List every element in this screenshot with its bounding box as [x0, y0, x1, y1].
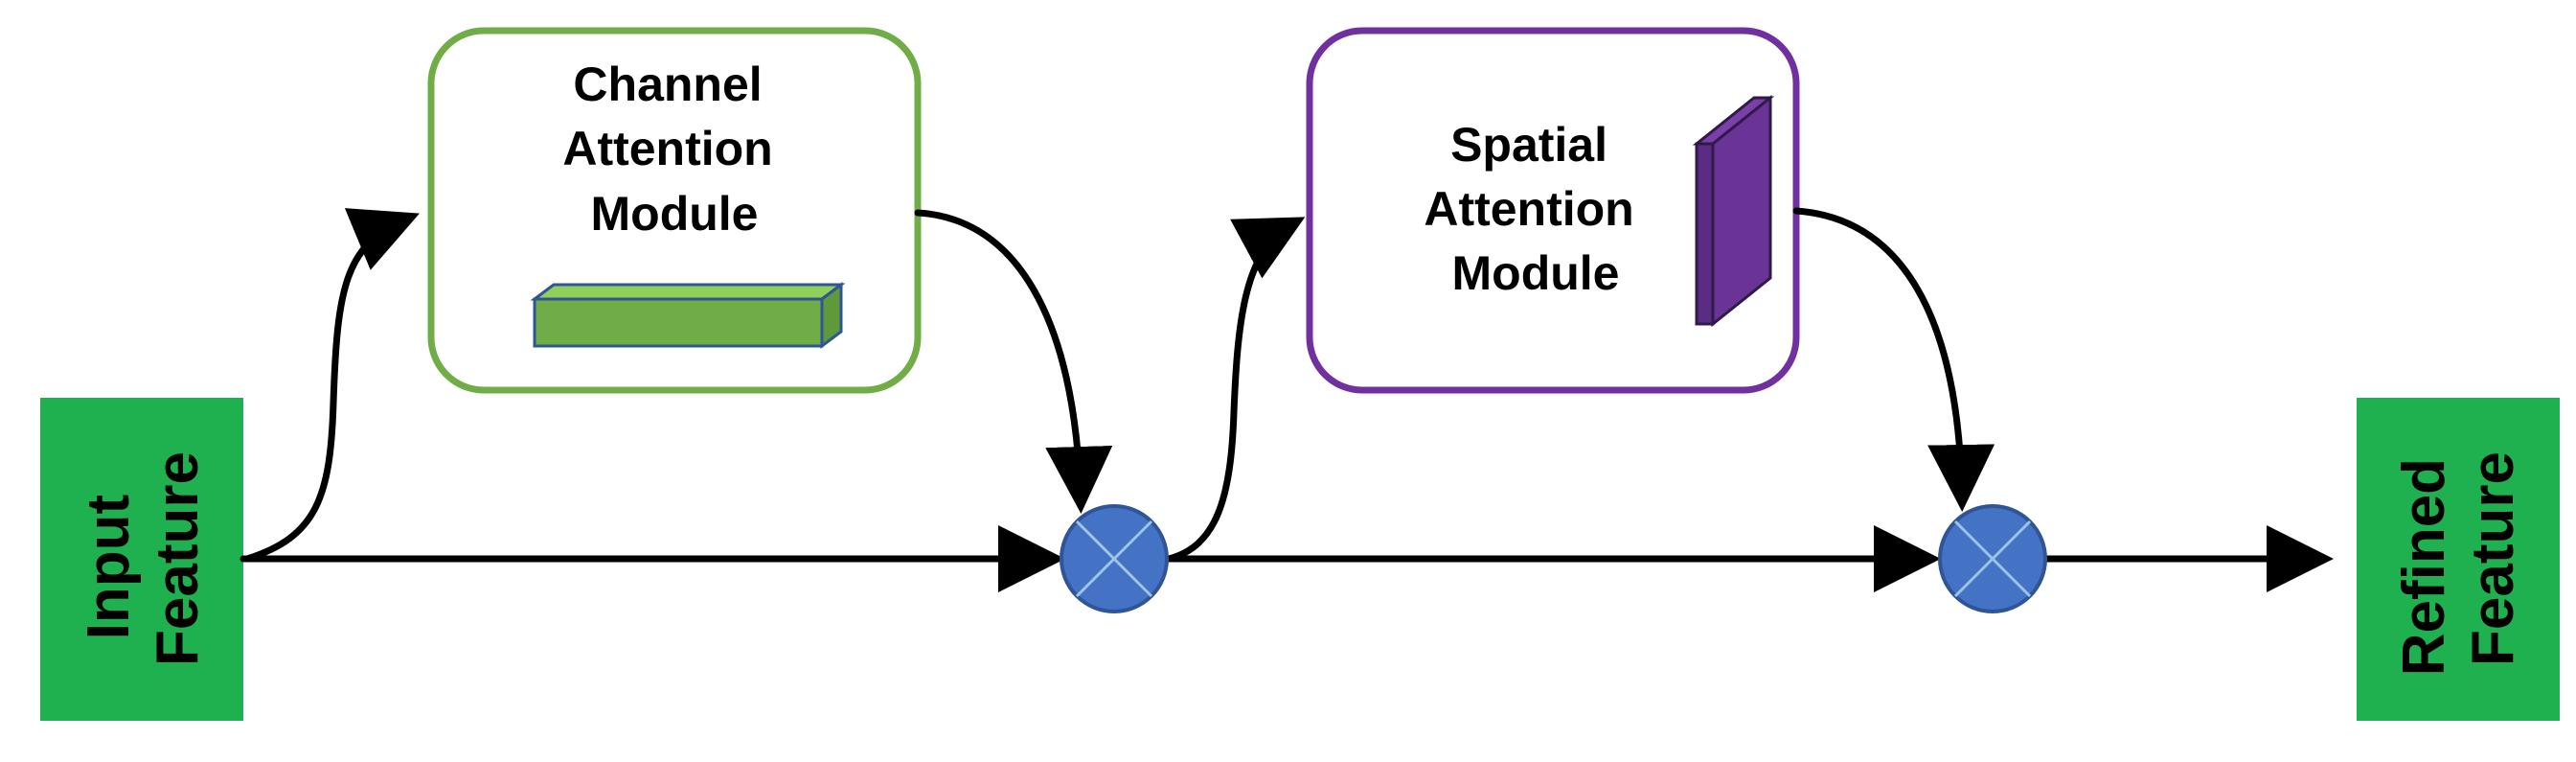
refined-feature-block: Refined Feature	[2357, 398, 2560, 721]
channel-label-line3: Module	[591, 187, 759, 241]
thin-slab-icon	[1692, 94, 1775, 328]
refined-label-line1: Refined	[2391, 458, 2457, 676]
input-feature-block: Input Feature	[40, 398, 243, 721]
arrow-multiply-1-to-spatial-attention	[1165, 217, 1306, 563]
spatial-label-line1: Spatial	[1450, 118, 1607, 172]
arrow-channel-attention-to-multiply-1	[914, 209, 1113, 514]
spatial-attention-module: Spatial Attention Module	[1306, 27, 1800, 394]
input-label-line1: Input	[76, 495, 142, 640]
spatial-label-line2: Attention	[1424, 182, 1633, 236]
spatial-attention-label: Spatial Attention Module	[1424, 118, 1647, 300]
flat-bar-icon	[530, 282, 846, 349]
channel-attention-module: Channel Attention Module	[427, 27, 922, 394]
arrow-spatial-attention-to-multiply-2	[1792, 207, 1995, 512]
channel-label-line2: Attention	[562, 122, 772, 175]
spatial-label-line3: Module	[1452, 246, 1620, 300]
flow-arrows	[239, 207, 2334, 592]
input-feature-label: Input Feature	[76, 451, 211, 666]
channel-label-line1: Channel	[573, 58, 762, 111]
channel-attention-label: Channel Attention Module	[562, 58, 786, 241]
multiply-node-2	[1938, 504, 2047, 613]
multiply-node-1	[1060, 504, 1169, 613]
refined-feature-label: Refined Feature	[2391, 442, 2526, 677]
input-feature-box	[40, 398, 243, 721]
refined-label-line2: Feature	[2460, 451, 2526, 666]
arrow-input-to-channel-attention	[243, 208, 420, 563]
refined-feature-box	[2357, 398, 2560, 721]
input-label-line2: Feature	[145, 451, 211, 666]
